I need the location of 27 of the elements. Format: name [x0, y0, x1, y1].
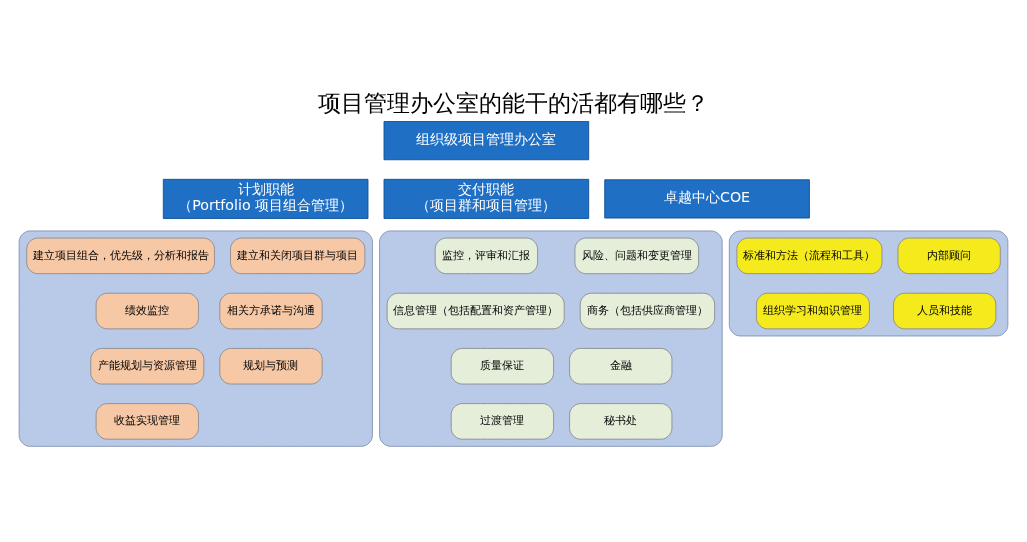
diagram-title: 项目管理办公室的能干的活都有哪些？: [318, 89, 709, 116]
node-box: 组织级项目管理办公室: [383, 121, 590, 161]
node-box: 产能规划与资源管理: [90, 348, 205, 385]
node-box: 金融: [569, 348, 673, 385]
node-box: 相关方承诺与沟通: [219, 292, 323, 330]
node-box: 建立项目组合，优先级，分析和报告: [26, 237, 215, 275]
node-box: 秘书处: [569, 403, 673, 440]
node-box: 过渡管理: [450, 403, 554, 440]
node-box: 内部顾问: [897, 237, 1001, 275]
node-box: 人员和技能: [893, 292, 997, 330]
node-box: 卓越中心COE: [604, 179, 810, 219]
node-box: 信息管理（包括配置和资产管理）: [386, 292, 565, 330]
node-box: 监控，评审和汇报: [434, 237, 538, 275]
node-box: 建立和关闭项目群与项目: [230, 237, 366, 275]
node-box: 质量保证: [450, 348, 554, 385]
node-box: 商务（包括供应商管理）: [579, 292, 716, 330]
node-box: 风险、问题和变更管理: [574, 237, 700, 275]
node-box: 计划职能 （Portfolio 项目组合管理）: [162, 178, 369, 219]
node-box: 交付职能 （项目群和项目管理）: [383, 178, 590, 219]
node-box: 规划与预测: [219, 348, 323, 385]
node-box: 标准和方法（流程和工具）: [736, 237, 883, 275]
node-box: 收益实现管理: [95, 403, 199, 440]
node-box: 组织学习和知识管理: [756, 292, 870, 330]
cluster: [728, 230, 1009, 337]
cluster: [379, 230, 723, 447]
cluster: [18, 230, 373, 447]
node-box: 绩效监控: [95, 292, 199, 330]
